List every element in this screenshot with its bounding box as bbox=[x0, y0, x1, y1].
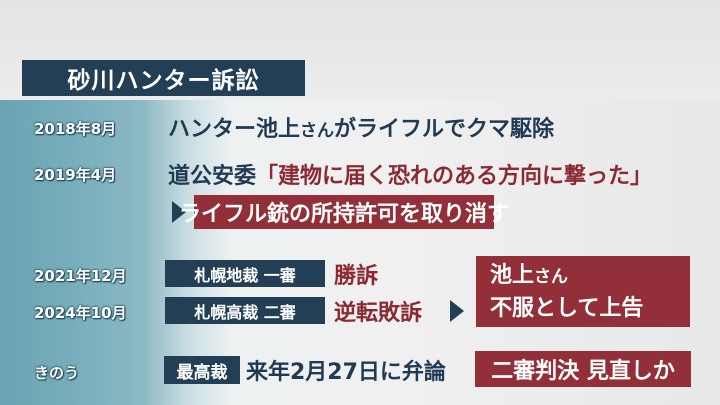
verdict-win: 勝訴 bbox=[334, 264, 379, 289]
arrow-right-icon bbox=[450, 300, 464, 322]
date-yesterday: きのう bbox=[34, 364, 80, 382]
date-2019: 2019年4月 bbox=[34, 166, 117, 184]
appeal-name: 池上 bbox=[490, 262, 535, 288]
court-badge-district: 札幌地裁 一審 bbox=[165, 260, 325, 287]
hearing-date-text: 来年2月27日に弁論 bbox=[246, 360, 446, 385]
court-badge-high: 札幌高裁 二審 bbox=[165, 297, 325, 324]
date-2018: 2018年8月 bbox=[34, 120, 117, 138]
event-2018-rest: がライフルでクマ駆除 bbox=[334, 117, 555, 142]
court-badge-supreme: 最高裁 bbox=[164, 356, 240, 384]
result-revoke-box: ライフル銃の所持許可を取り消す bbox=[179, 195, 509, 229]
event-2019: 道公安委「建物に届く恐れのある方向に撃った」 bbox=[168, 158, 652, 190]
event-2018-kana: さん bbox=[300, 121, 335, 141]
appeal-kana: さん bbox=[534, 266, 569, 287]
event-2019-prefix: 道公安委 bbox=[168, 164, 257, 189]
outlook-box: 二審判決 見直しか bbox=[475, 351, 691, 387]
appeal-box: 池上さん 不服として上告 bbox=[476, 256, 690, 327]
appeal-line-1: 池上さん bbox=[490, 260, 568, 293]
arrow-right-icon bbox=[172, 201, 186, 223]
page-title: 砂川ハンター訴訟 bbox=[22, 60, 305, 96]
event-2019-quote: 「建物に届く恐れのある方向に撃った」 bbox=[256, 164, 653, 189]
appeal-line-2: 不服として上告 bbox=[490, 295, 644, 321]
event-2018-main: ハンター池上 bbox=[168, 117, 301, 142]
event-2018: ハンター池上さんがライフルでクマ駆除 bbox=[168, 111, 554, 143]
date-2021: 2021年12月 bbox=[34, 267, 127, 285]
date-2024: 2024年10月 bbox=[34, 304, 127, 322]
verdict-reversal: 逆転敗訴 bbox=[334, 301, 423, 326]
